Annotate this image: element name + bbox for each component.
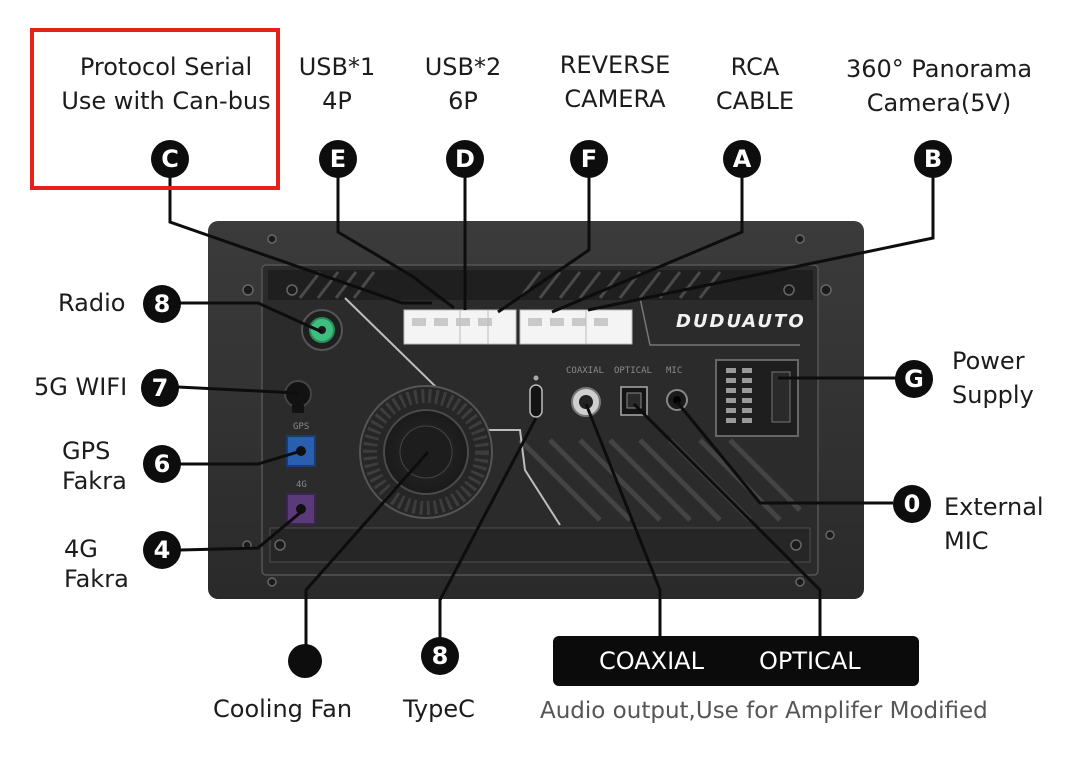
badge-e: E	[319, 140, 357, 178]
fakra4g-line1: 4G	[64, 535, 98, 563]
badge-fakra4g: 4	[143, 531, 181, 569]
usb2-line2: 6P	[448, 87, 478, 115]
power-connector	[715, 359, 799, 437]
brand-logo-text: DUDUAUTO	[676, 311, 806, 332]
coaxial-label: COAXIAL	[599, 647, 704, 675]
radio-port	[301, 309, 343, 351]
panorama-camera-label: 360° Panorama Camera(5V)	[836, 52, 1042, 120]
optical-port-label: OPTICAL	[614, 366, 652, 376]
typec-port	[529, 375, 543, 418]
highlight-box	[30, 28, 280, 190]
audio-output-pill: COAXIAL OPTICAL	[553, 636, 919, 686]
mic-line1: External	[944, 493, 1044, 521]
badge-f: F	[570, 140, 608, 178]
badge-b: B	[914, 140, 952, 178]
fakra-4g-port-label: 4G	[296, 480, 307, 490]
mic-port	[666, 389, 688, 411]
badge-radio: 8	[143, 285, 181, 323]
badge-mic: 0	[893, 485, 931, 523]
coaxial-port-label: COAXIAL	[566, 366, 604, 376]
usb1-line1: USB*1	[298, 53, 376, 81]
reverse-line2: CAMERA	[564, 85, 666, 113]
reverse-line1: REVERSE	[559, 51, 671, 79]
usb1-label: USB*1 4P	[285, 50, 389, 118]
usb2-label: USB*2 6P	[410, 50, 516, 118]
gps-port-label: GPS	[293, 422, 310, 432]
gps-line2: Fakra	[62, 467, 127, 495]
badge-fan	[288, 644, 322, 678]
badge-g: G	[895, 360, 933, 398]
optical-port	[620, 386, 648, 416]
head-unit-body	[208, 221, 864, 599]
usb1-line2: 4P	[322, 87, 352, 115]
protocol-line1: Protocol Serial	[79, 53, 253, 81]
gps-line1: GPS	[62, 437, 111, 465]
rca-line1: RCA	[730, 53, 780, 81]
coaxial-port	[571, 387, 601, 417]
harness-connectors	[403, 309, 633, 345]
cooling-fan-label: Cooling Fan	[213, 695, 353, 723]
fakra-4g-label: 4G Fakra	[64, 534, 129, 594]
badge-wifi: 7	[141, 369, 179, 407]
power-line1: Power	[952, 347, 1025, 375]
fakra4g-line2: Fakra	[64, 565, 129, 593]
panorama-line1: 360° Panorama	[845, 55, 1033, 83]
gps-fakra-label: GPS Fakra	[62, 436, 127, 496]
reverse-camera-label: REVERSE CAMERA	[541, 48, 689, 116]
leader-lines	[168, 176, 935, 660]
usb2-line1: USB*2	[424, 53, 502, 81]
mic-port-label: MIC	[666, 366, 683, 376]
rca-line2: CABLE	[715, 87, 795, 115]
radio-label: Radio	[58, 289, 126, 317]
typec-label: TypeC	[403, 695, 475, 723]
badge-d: D	[446, 140, 484, 178]
power-line2: Supply	[952, 381, 1034, 409]
external-mic-label: External MIC	[944, 490, 1044, 558]
badge-typec: 8	[421, 637, 459, 675]
audio-note: Audio output,Use for Amplifer Modified	[540, 698, 988, 724]
badge-gps: 6	[143, 445, 181, 483]
protocol-serial-label: Protocol Serial Use with Can-bus	[46, 50, 286, 118]
wifi-label: 5G WIFI	[34, 373, 128, 401]
power-supply-label: Power Supply	[952, 344, 1034, 412]
protocol-line2: Use with Can-bus	[61, 87, 271, 115]
badge-c: C	[151, 140, 189, 178]
optical-label: OPTICAL	[759, 647, 861, 675]
rca-cable-label: RCA CABLE	[700, 50, 810, 118]
mic-line2: MIC	[944, 527, 989, 555]
wifi-antenna-port	[284, 380, 312, 413]
badge-a: A	[723, 140, 761, 178]
panorama-line2: Camera(5V)	[866, 89, 1012, 117]
